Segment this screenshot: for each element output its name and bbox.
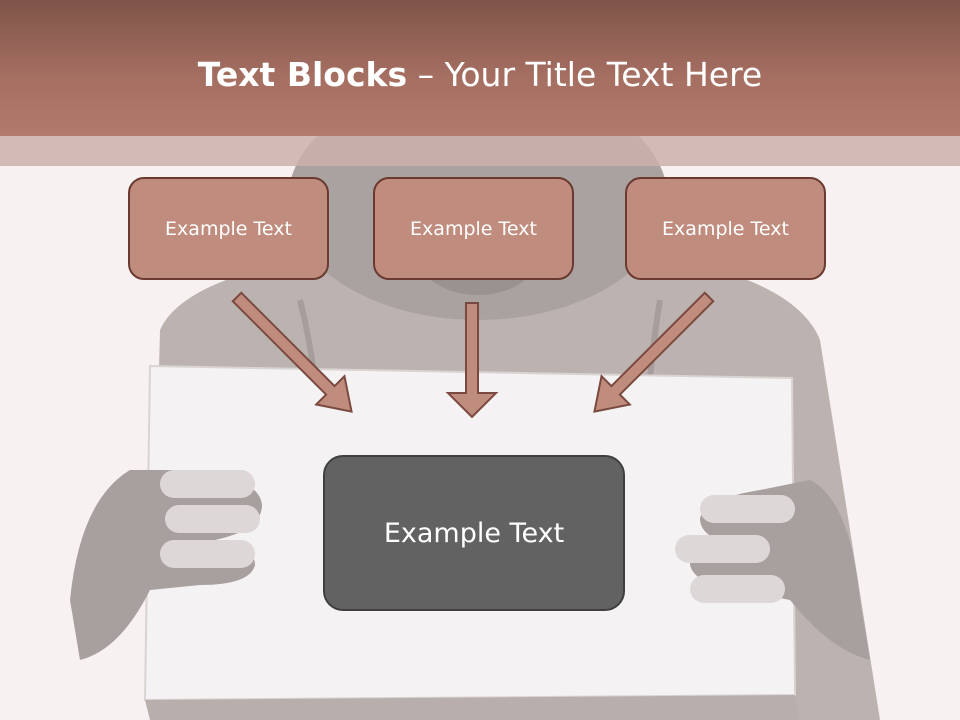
center-text-label: Example Text xyxy=(383,517,565,549)
text-block-label: Example Text xyxy=(165,217,292,240)
slide-title[interactable]: Text Blocks – Your Title Text Here xyxy=(0,52,960,98)
title-divider-strip xyxy=(0,136,960,166)
text-block-label: Example Text xyxy=(410,217,537,240)
right-glove-finger xyxy=(690,575,785,603)
title-bold: Text Blocks xyxy=(197,55,408,94)
right-glove-finger xyxy=(675,535,770,563)
title-bar xyxy=(0,0,960,136)
title-rest: – Your Title Text Here xyxy=(407,55,763,94)
center-text-block[interactable]: Example Text xyxy=(323,455,625,611)
text-block-label: Example Text xyxy=(662,217,789,240)
left-glove-finger xyxy=(165,505,260,533)
left-glove-finger xyxy=(160,540,255,568)
text-block-3[interactable]: Example Text xyxy=(625,177,826,280)
rider-lower-body xyxy=(145,695,800,720)
text-block-2[interactable]: Example Text xyxy=(373,177,574,280)
right-glove-finger xyxy=(700,495,795,523)
right-glove xyxy=(690,480,870,660)
left-glove-finger xyxy=(160,470,255,498)
text-block-1[interactable]: Example Text xyxy=(128,177,329,280)
